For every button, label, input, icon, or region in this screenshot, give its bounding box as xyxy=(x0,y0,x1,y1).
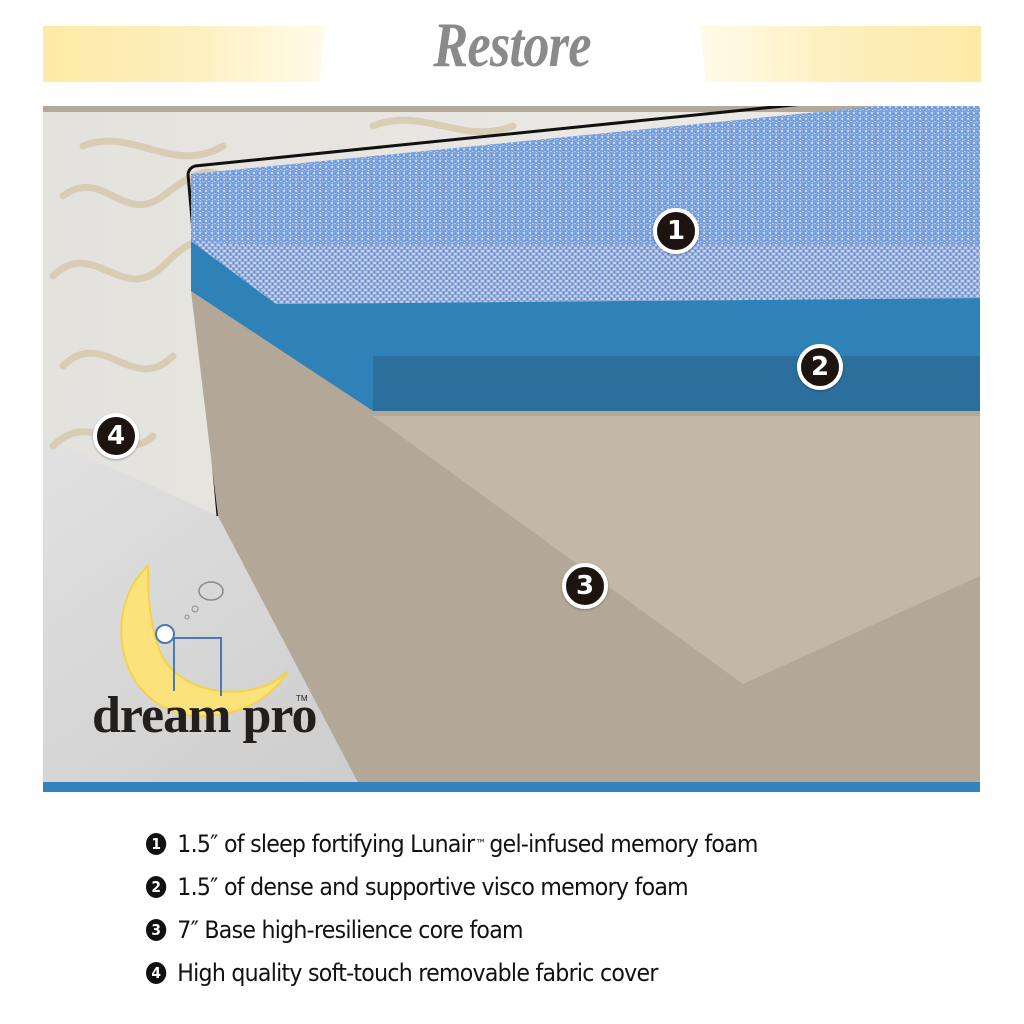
legend-number-3-icon: 3 xyxy=(146,918,167,941)
legend-text-4: High quality soft-touch removable fabric… xyxy=(177,958,658,987)
legend-text-1-cont: gel-infused memory foam xyxy=(489,829,758,858)
legend-text-1: 1.5″ of sleep fortifying Lunair xyxy=(177,829,475,858)
legend-item-2: 2 1.5″ of dense and supportive visco mem… xyxy=(146,865,758,908)
header-band-left xyxy=(43,26,325,82)
legend-item-1: 1 1.5″ of sleep fortifying Lunair ™ gel-… xyxy=(146,822,758,865)
legend-item-4: 4 High quality soft-touch removable fabr… xyxy=(146,951,758,994)
legend-item-3: 3 7″ Base high-resilience core foam xyxy=(146,908,758,951)
layer-3-marker: 3 xyxy=(562,563,608,609)
mattress-illustration xyxy=(43,106,980,792)
legend-number-4-icon: 4 xyxy=(146,961,167,984)
layer-4-marker: 4 xyxy=(93,413,139,459)
moon-logo-icon xyxy=(120,563,289,718)
brand-trademark: TM xyxy=(296,694,308,703)
legend-text-2: 1.5″ of dense and supportive visco memor… xyxy=(177,872,688,901)
layer-2-marker: 2 xyxy=(797,344,843,390)
product-title: Restore xyxy=(433,9,591,80)
legend-number-1-icon: 1 xyxy=(146,832,167,855)
brand-logo-text: dream pro xyxy=(92,687,318,744)
mattress-layer-diagram: 1 2 3 4 xyxy=(43,106,980,792)
legend-number-2-icon: 2 xyxy=(146,875,167,898)
trademark-symbol: ™ xyxy=(475,836,486,851)
layer-1-marker: 1 xyxy=(653,208,699,254)
layer-legend: 1 1.5″ of sleep fortifying Lunair ™ gel-… xyxy=(146,822,811,994)
legend-text-3: 7″ Base high-resilience core foam xyxy=(177,915,523,944)
header-band-right xyxy=(700,26,981,82)
